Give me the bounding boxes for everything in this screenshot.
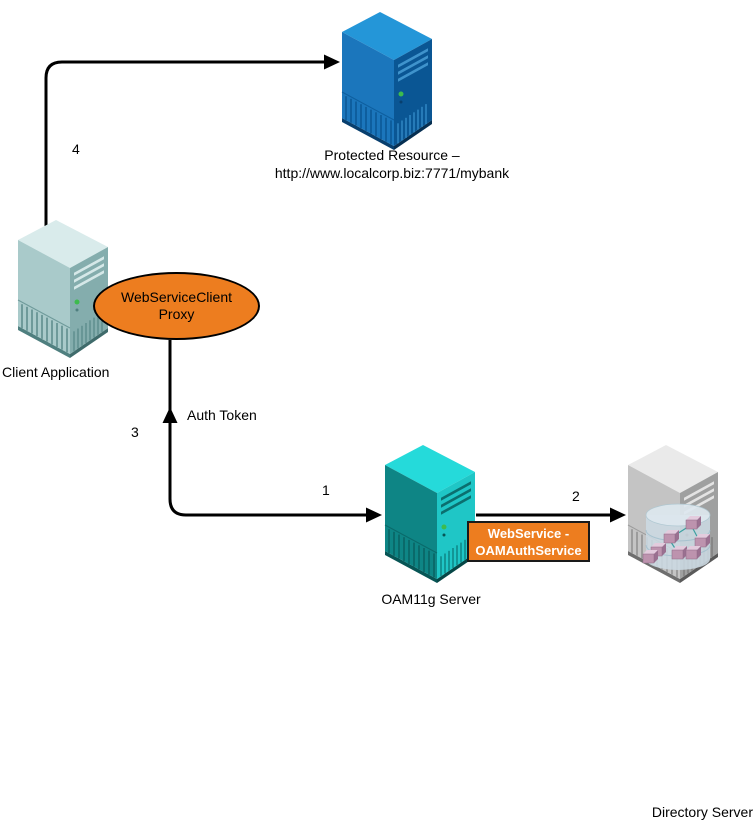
directory-server-label: Directory Server [651, 804, 753, 820]
step-2-label: 2 [572, 488, 580, 504]
directory-database-icon [642, 503, 711, 570]
arrowhead-step-4 [324, 54, 340, 70]
service-box-line1: WebService - [487, 525, 570, 541]
client-application-server-icon [13, 216, 113, 362]
proxy-label-line1: WebServiceClient [120, 289, 232, 305]
protected-resource-server-icon [337, 8, 437, 154]
step-1-label: 1 [322, 482, 330, 498]
webservice-oamauthservice-box: WebService - OAMAuthService [467, 521, 590, 562]
auth-token-label: Auth Token [187, 407, 257, 423]
arrowhead-step-3-up [162, 407, 178, 423]
arrow-step-2 [476, 507, 626, 523]
arrowhead-step-2 [610, 507, 626, 523]
client-application-label: Client Application [2, 364, 110, 380]
directory-tree-cubes [642, 516, 710, 564]
step-4-label: 4 [72, 141, 80, 157]
service-box-line2: OAMAuthService [475, 542, 582, 558]
oam11g-server-label: OAM11g Server [381, 591, 481, 607]
arrow-step-1-and-3 [162, 340, 382, 523]
directory-server-icon [623, 441, 723, 587]
arrowhead-step-1 [366, 507, 382, 523]
arrow-step-4 [44, 54, 340, 232]
proxy-label-line2: Proxy [158, 306, 195, 322]
step-3-label: 3 [131, 424, 139, 440]
webserviceclient-proxy-ellipse: WebServiceClient Proxy [93, 272, 260, 340]
protected-resource-label: Protected Resource – http://www.localcor… [274, 147, 510, 181]
oam11g-server-icon [380, 441, 480, 587]
